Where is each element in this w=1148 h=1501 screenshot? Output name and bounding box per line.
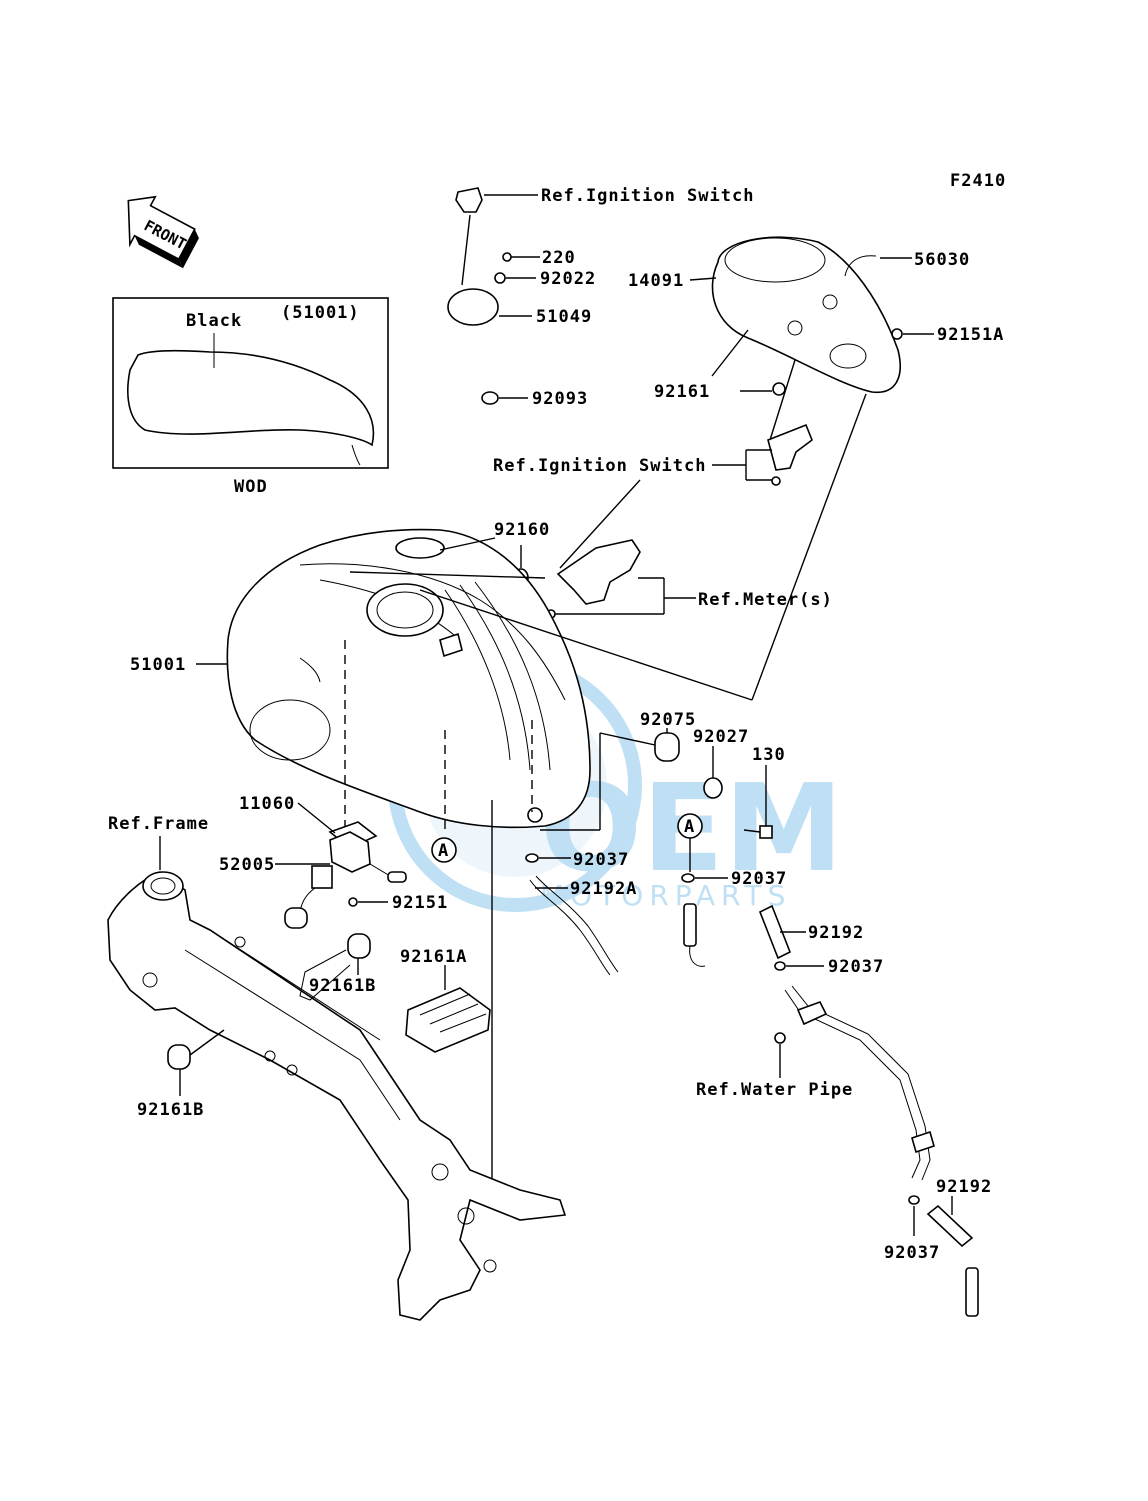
label-92192a: 92192A — [570, 879, 637, 899]
label-220: 220 — [542, 248, 576, 268]
label-51001: 51001 — [130, 655, 186, 675]
label-92192-a: 92192 — [808, 923, 864, 943]
bolt-92151a-part — [891, 328, 934, 340]
bolt-92151-part — [348, 897, 388, 907]
clamp-92037-d-part — [908, 1195, 920, 1236]
label-ref-ignition-switch-top: Ref.Ignition Switch — [541, 186, 754, 206]
pad-92161a-part — [405, 965, 491, 1053]
fuel-pump-52005-part — [275, 831, 407, 929]
label-92161a: 92161A — [400, 947, 467, 967]
ignition-bracket-part — [712, 423, 813, 486]
label-14091: 14091 — [628, 271, 684, 291]
label-ref-water-pipe: Ref.Water Pipe — [696, 1080, 853, 1100]
fuel-tank-51001-part — [196, 528, 753, 829]
collar-92027-part — [703, 746, 723, 799]
label-92161: 92161 — [654, 382, 710, 402]
washer-92022-part — [494, 272, 536, 284]
inset-caption: WOD — [234, 477, 268, 497]
grommet-92161-part — [711, 329, 786, 396]
label-92160: 92160 — [494, 520, 550, 540]
grommet-92075-part — [540, 728, 680, 831]
label-92037-b: 92037 — [731, 869, 787, 889]
inset-box: Black (51001) — [112, 297, 389, 469]
hose-92192-a-part — [683, 903, 806, 967]
clamp-92037-c-part — [774, 961, 824, 971]
label-ref-frame: Ref.Frame — [108, 814, 209, 834]
grommet-92093-part — [481, 391, 528, 405]
meter-cover-14091-part — [689, 236, 901, 394]
label-92037-d: 92037 — [884, 1243, 940, 1263]
marker-a-left-text: A — [438, 841, 449, 861]
label-92192-b: 92192 — [936, 1177, 992, 1197]
label-92075: 92075 — [640, 710, 696, 730]
bolt-130-part — [743, 765, 773, 839]
label-56030: 56030 — [914, 250, 970, 270]
label-11060: 11060 — [239, 794, 295, 814]
damper-92161b-b-part — [167, 1029, 225, 1096]
label-92093: 92093 — [532, 389, 588, 409]
label-ref-meters: Ref.Meter(s) — [698, 590, 833, 610]
label-92161b-a: 92161B — [309, 976, 376, 996]
wire-56030-part — [844, 255, 912, 277]
water-pipe-part — [774, 985, 935, 1181]
label-92151a: 92151A — [937, 325, 1004, 345]
clamp-92037-a-part — [525, 853, 571, 863]
label-ref-ignition-switch-mid: Ref.Ignition Switch — [493, 456, 706, 476]
watermark-sub: MOTORPARTS — [540, 879, 791, 912]
label-92037-c: 92037 — [828, 957, 884, 977]
marker-a-left: A — [431, 837, 457, 863]
diagram-code: F2410 — [950, 171, 1006, 191]
label-92161b-b: 92161B — [137, 1100, 204, 1120]
label-92151: 92151 — [392, 893, 448, 913]
damper-92161b-a-part — [299, 933, 371, 1001]
hose-92192a-part — [529, 875, 619, 976]
label-92022: 92022 — [540, 269, 596, 289]
frame-part — [107, 871, 567, 1321]
meter-bracket-part — [546, 539, 696, 619]
screw-220-part — [502, 252, 540, 262]
label-92027: 92027 — [693, 727, 749, 747]
inset-part-ref: (51001) — [281, 303, 360, 323]
hose-92192-b-part — [926, 1196, 979, 1317]
inset-color-label: Black — [186, 311, 242, 331]
marker-a-right-text: A — [684, 817, 695, 837]
label-52005: 52005 — [219, 855, 275, 875]
cap-51049-part — [447, 288, 532, 326]
label-51049: 51049 — [536, 307, 592, 327]
clamp-92037-b-part — [681, 873, 728, 883]
marker-a-right: A — [677, 813, 703, 872]
label-92037-a: 92037 — [573, 850, 629, 870]
ignition-cap-part — [455, 187, 538, 213]
front-arrow: FRONT — [127, 195, 199, 269]
label-130: 130 — [752, 745, 786, 765]
